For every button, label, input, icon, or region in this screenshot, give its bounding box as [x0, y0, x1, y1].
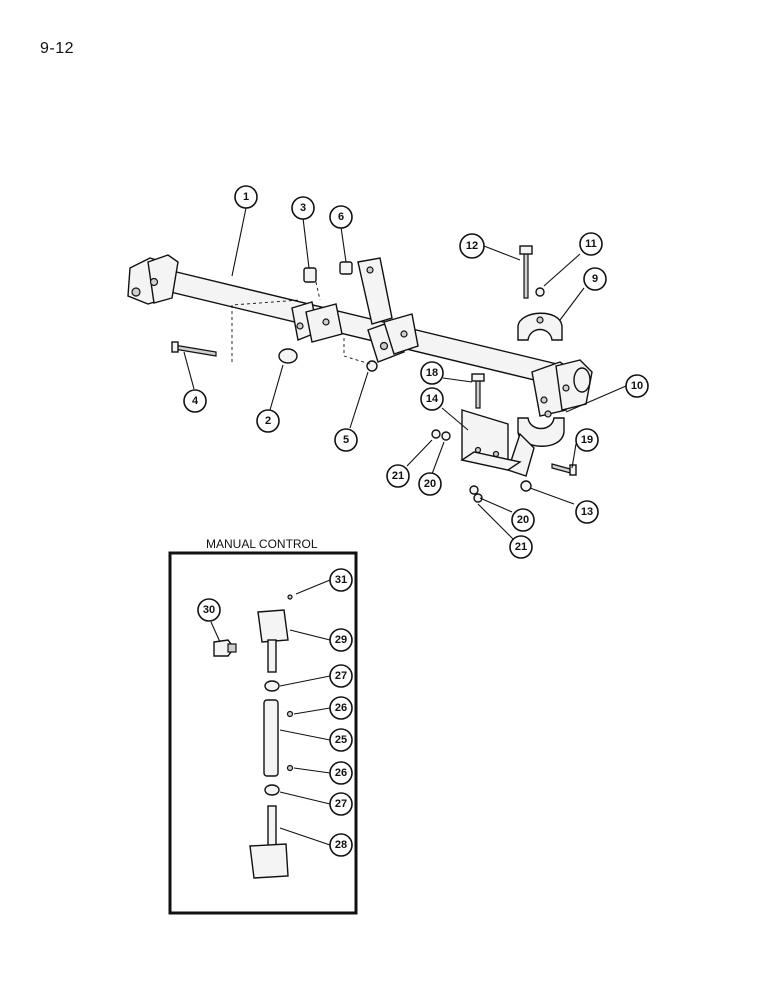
- callout-label: 26: [335, 702, 347, 714]
- callout-label: 19: [581, 434, 593, 446]
- callout-label: 6: [338, 211, 344, 223]
- callout-label: 27: [335, 670, 347, 682]
- callout-26-b: 26: [329, 761, 353, 785]
- inset-title: MANUAL CONTROL: [206, 537, 318, 551]
- callout-25: 25: [329, 728, 353, 752]
- callout-12: 12: [459, 233, 485, 259]
- callout-label: 27: [335, 798, 347, 810]
- callout-label: 9: [592, 273, 598, 285]
- callout-1: 1: [234, 185, 258, 209]
- callout-11: 11: [579, 232, 603, 256]
- callout-21-a: 21: [386, 464, 410, 488]
- callout-label: 14: [426, 393, 439, 405]
- callout-label: 26: [335, 767, 347, 779]
- callout-label: 20: [424, 478, 436, 490]
- callout-29: 29: [329, 628, 353, 652]
- callout-label: 4: [192, 395, 199, 407]
- manual-control-inset: [168, 551, 358, 915]
- callout-2: 2: [256, 409, 280, 433]
- callout-label: 1: [243, 191, 249, 203]
- page-number: 9-12: [40, 40, 75, 57]
- callout-label: 5: [343, 434, 349, 446]
- callout-13: 13: [575, 500, 599, 524]
- callout-19: 19: [575, 428, 599, 452]
- callout-9: 9: [583, 267, 607, 291]
- callout-label: 21: [515, 541, 527, 553]
- cross-shaft-assembly: [127, 245, 593, 503]
- callout-20-a: 20: [418, 472, 442, 496]
- callout-20-b: 20: [511, 508, 535, 532]
- callout-label: 11: [585, 238, 597, 250]
- callout-18: 18: [420, 361, 444, 385]
- callout-label: 18: [426, 367, 438, 379]
- main-leaders: [183, 207, 627, 541]
- callout-label: 13: [581, 506, 593, 518]
- callout-27-b: 27: [329, 792, 353, 816]
- callout-14: 14: [420, 387, 444, 411]
- callout-label: 12: [466, 240, 478, 252]
- callout-label: 10: [631, 380, 643, 392]
- callout-5: 5: [334, 428, 358, 452]
- callout-10: 10: [625, 374, 649, 398]
- callout-31: 31: [329, 568, 353, 592]
- callout-26-a: 26: [329, 696, 353, 720]
- callout-label: 2: [265, 415, 271, 427]
- callout-label: 25: [335, 734, 347, 746]
- callout-28: 28: [329, 833, 353, 857]
- callout-label: 21: [392, 470, 404, 482]
- callout-label: 29: [335, 634, 347, 646]
- callout-label: 20: [517, 514, 529, 526]
- callout-label: 31: [335, 574, 347, 586]
- callout-4: 4: [183, 389, 207, 413]
- callout-27-a: 27: [329, 664, 353, 688]
- callout-6: 6: [329, 205, 353, 229]
- callout-label: 30: [203, 604, 215, 616]
- callout-3: 3: [291, 196, 315, 220]
- callout-30: 30: [197, 598, 221, 622]
- callout-label: 28: [335, 839, 347, 851]
- callout-label: 3: [300, 202, 306, 214]
- callout-21-b: 21: [509, 535, 533, 559]
